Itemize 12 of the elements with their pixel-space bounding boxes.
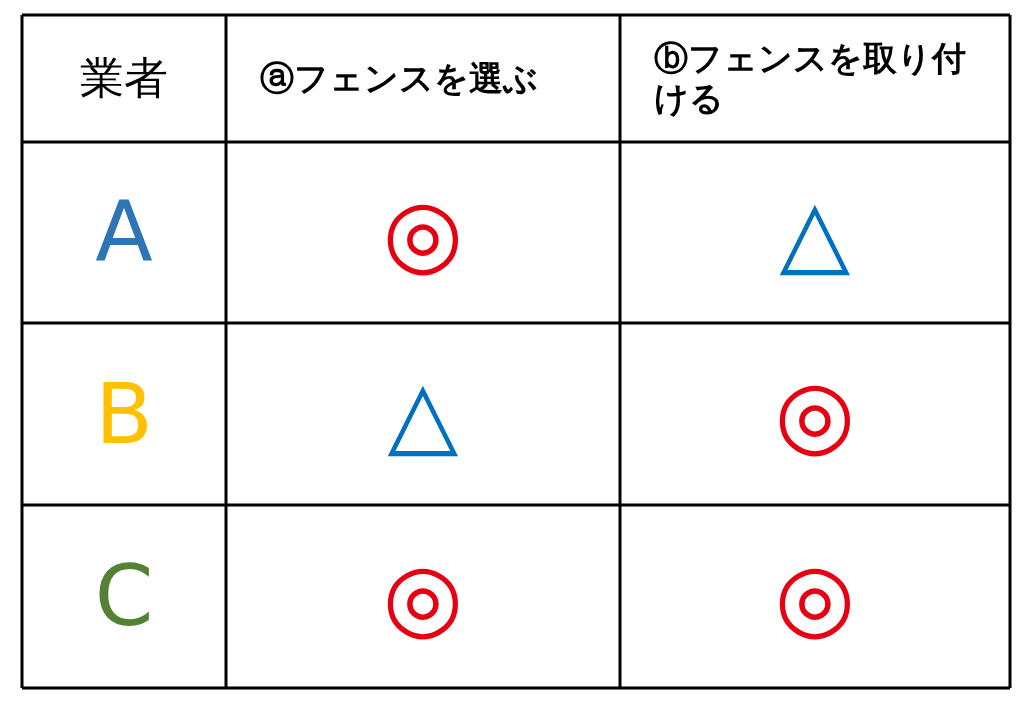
header-text: ⓑフェンスを取り付ける xyxy=(654,39,967,118)
row-label: A xyxy=(95,184,153,281)
row-label: C xyxy=(94,548,154,645)
triangle-symbol: △ xyxy=(387,361,459,467)
header-text: 業者 xyxy=(80,53,168,104)
row-label: B xyxy=(95,365,153,463)
double-circle-symbol: ◎ xyxy=(382,543,464,650)
header-text: ⓐフェンスを選ぶ xyxy=(260,58,538,99)
triangle-symbol: △ xyxy=(779,179,851,286)
double-circle-symbol: ◎ xyxy=(774,543,856,650)
double-circle-symbol: ◎ xyxy=(774,361,856,467)
double-circle-symbol: ◎ xyxy=(382,179,464,286)
